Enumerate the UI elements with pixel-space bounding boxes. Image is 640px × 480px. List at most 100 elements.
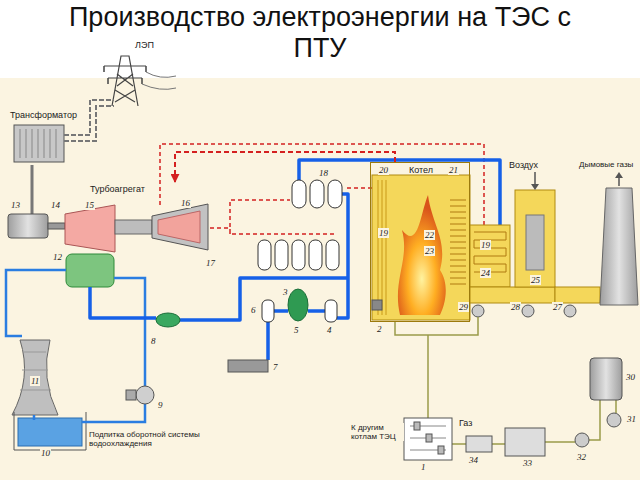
callout-number: 11: [30, 376, 40, 386]
heater: [275, 240, 288, 270]
tower-lattice: [104, 66, 146, 102]
lp-turbine: [152, 204, 208, 250]
callout-number: 21: [448, 165, 459, 175]
page-title: Производство электроэнергии на ТЭС с ПТУ: [40, 2, 600, 64]
drain-tank: [228, 360, 268, 372]
part-label: Газ: [458, 418, 473, 428]
pump: [607, 413, 621, 427]
transformer-line: [64, 100, 114, 141]
pump: [575, 433, 589, 447]
part-label: ЛЭП: [134, 40, 155, 50]
callout-number: 13: [10, 200, 21, 210]
callout-number: 15: [84, 200, 95, 210]
shaft: [48, 223, 65, 229]
valve: [426, 434, 432, 442]
circulation-pump: [136, 386, 154, 404]
tank: [590, 358, 622, 400]
air-arrow: [534, 172, 536, 186]
callout-number: 7: [272, 362, 279, 372]
fan: [564, 305, 576, 317]
water-wall: [378, 180, 386, 315]
transformer-unit: Трансформатор: [8, 108, 83, 165]
callout-number: 18: [318, 168, 329, 178]
turbine-coupling: [115, 220, 152, 234]
callout-number: 4: [326, 325, 333, 335]
economizer-coil: [474, 232, 506, 272]
callout-number: 12: [52, 252, 63, 262]
callout-number: 28: [510, 302, 521, 312]
cooling-water-pipe: [6, 270, 145, 422]
pump-motor: [126, 390, 136, 400]
part-label: Воздух: [508, 160, 539, 170]
valve: [414, 422, 420, 430]
callout-number: 14: [50, 200, 61, 210]
flue-duct: [555, 287, 600, 303]
callout-number: 3: [282, 287, 289, 297]
node-label: Трансформатор: [10, 110, 77, 121]
treatment-unit: [505, 428, 545, 456]
fan: [522, 305, 534, 317]
ground: [0, 78, 640, 480]
condensate-pump: [156, 313, 180, 327]
note-label: Дымовые газы: [578, 160, 634, 169]
feedwater-pipe: [90, 160, 500, 360]
callout-number: 10: [40, 448, 51, 458]
air-heater-core: [526, 215, 544, 270]
fan: [472, 305, 484, 317]
lp-turbine-core: [158, 211, 200, 243]
callout-number: 34: [468, 455, 479, 465]
callout-number: 23: [424, 246, 435, 256]
power-line: [31, 165, 34, 182]
callout-number: 17: [205, 258, 216, 268]
callout-number: 25: [530, 275, 541, 285]
callout-number: 24: [480, 268, 491, 278]
transformer-fins: [20, 129, 56, 158]
air-arrow-head: [531, 184, 539, 190]
economizer-duct: [470, 225, 510, 287]
callout-number: 16: [180, 198, 191, 208]
callout-number: 2: [376, 324, 383, 334]
generator-lead: [31, 182, 34, 214]
power-wires: [142, 72, 176, 89]
flue-duct: [470, 287, 555, 303]
note-label: Подпитка оборотной системы водоохлаждени…: [88, 430, 208, 448]
callout-number: 33: [522, 458, 533, 468]
callout-number: 30: [625, 372, 636, 382]
gas-distribution: [404, 418, 452, 460]
insulators: [104, 66, 146, 84]
turbine-unit: Турбоагрегат: [5, 182, 210, 254]
boiler-body: [372, 175, 470, 320]
node-label: Турбоагрегат: [90, 184, 145, 195]
heater: [328, 180, 342, 208]
callout-number: 5: [293, 325, 300, 335]
deaerator: [288, 289, 308, 321]
callout-number: 22: [424, 230, 435, 240]
heater: [309, 240, 322, 270]
superheater-bank: [450, 200, 466, 284]
callout-number: 8: [150, 336, 157, 346]
boiler-unit: Котел: [370, 162, 470, 322]
callout-number: 1: [420, 462, 427, 472]
tower-bands: [20, 352, 51, 390]
callout-number: 31: [626, 414, 637, 424]
heater: [292, 240, 305, 270]
feed-pump: [325, 300, 337, 322]
heater: [326, 240, 339, 270]
heater: [258, 240, 271, 270]
note-label: К другим котлам ТЭЦ: [350, 423, 404, 441]
callout-number: 32: [576, 452, 587, 462]
callout-number: 6: [250, 305, 257, 315]
smoke-arrow-head: [615, 172, 623, 178]
condenser: [66, 254, 114, 287]
feed-device: [262, 300, 274, 322]
burner: [372, 300, 382, 310]
lp-heaters: [258, 240, 339, 270]
generator: [8, 214, 48, 238]
steam-line: [175, 152, 395, 182]
callout-number: 27: [552, 302, 563, 312]
cooling-tower: [12, 340, 58, 415]
node-label: Котел: [409, 165, 433, 176]
